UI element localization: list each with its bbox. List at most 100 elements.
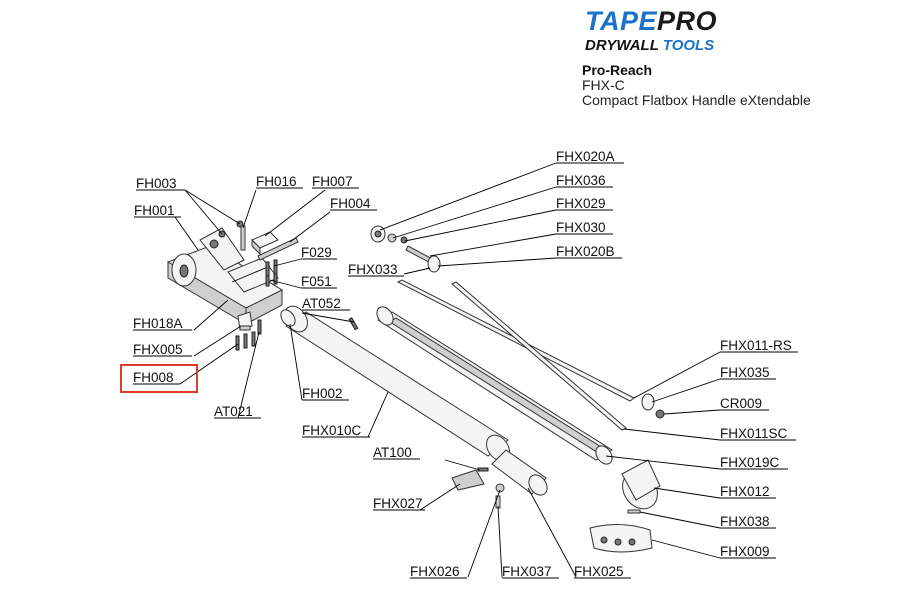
svg-text:FHX005: FHX005 [133,342,183,357]
svg-text:FHX020B: FHX020B [556,244,615,259]
svg-text:FHX011-RS: FHX011-RS [720,338,792,353]
svg-text:FHX035: FHX035 [720,365,770,380]
cr009-drawing [655,409,665,419]
part-drawings [166,220,665,553]
fh007-block-drawing [251,231,279,256]
svg-text:F029: F029 [301,245,332,260]
label-fhx010c[interactable]: FHX010C [302,423,370,438]
label-fh007[interactable]: FH007 [312,174,359,189]
label-fhx011sc[interactable]: FHX011SC [720,426,796,441]
brand-drywall-text: DRYWALL [585,37,659,54]
product-name: Pro-Reach [582,62,653,78]
svg-text:FHX025: FHX025 [574,564,624,579]
svg-text:FHX033: FHX033 [348,262,398,277]
label-fh008[interactable]: FH008 [120,364,198,393]
svg-text:FHX037: FHX037 [502,564,552,579]
at021-screw-drawing [257,319,262,335]
fhx027-latch-drawing [451,469,485,491]
fh008-screws-drawing [235,331,256,351]
label-at100[interactable]: AT100 [373,445,420,460]
fhx038-pin-drawing [627,509,641,514]
brand-logo: TAPEPRO DRYWALL TOOLS [585,6,885,54]
svg-text:FH016: FH016 [256,174,297,189]
label-fhx030[interactable]: FHX030 [556,220,613,235]
brand-pro-text: PRO [657,6,718,36]
label-fhx037[interactable]: FHX037 [502,564,559,579]
svg-text:FHX026: FHX026 [410,564,460,579]
fhx025-sleeve-drawing [491,449,548,496]
handle-head-drawing [166,227,284,325]
fhx036-drawing [387,233,397,243]
svg-text:FHX009: FHX009 [720,544,770,559]
label-fh004[interactable]: FH004 [330,196,377,211]
svg-text:FH007: FH007 [312,174,353,189]
svg-text:FH003: FH003 [136,176,177,191]
svg-text:FH001: FH001 [134,203,175,218]
label-fhx005[interactable]: FHX005 [133,342,192,357]
label-fh002[interactable]: FH002 [302,386,349,401]
label-cr009[interactable]: CR009 [720,396,769,411]
svg-text:FHX011SC: FHX011SC [720,426,788,441]
label-fh018a[interactable]: FH018A [133,316,192,331]
label-fh003[interactable]: FH003 [136,176,185,191]
fh002-end-drawing [280,309,296,327]
inner-tube-drawing [376,306,613,465]
f051-screws-drawing [265,273,278,287]
rod-sc-drawing [451,281,627,431]
label-fhx020b[interactable]: FHX020B [556,244,622,259]
fhx020a-drawing [370,225,386,243]
svg-text:F051: F051 [301,274,332,289]
at052-screw-drawing [348,317,359,331]
label-at052[interactable]: AT052 [302,296,350,311]
label-fhx038[interactable]: FHX038 [720,514,776,529]
product-description: Compact Flatbox Handle eXtendable [582,92,811,108]
label-at021[interactable]: AT021 [214,404,261,419]
brand-tools-text: TOOLS [662,37,715,54]
svg-text:FH004: FH004 [330,196,371,211]
label-fh016[interactable]: FH016 [256,174,303,189]
brand-tagline: DRYWALL TOOLS [585,37,885,54]
label-fhx019c[interactable]: FHX019C [720,455,788,470]
leader-lines [174,162,721,578]
fh004-pin-drawing [257,237,299,261]
svg-text:FHX029: FHX029 [556,196,606,211]
fhx035-drawing [641,393,655,411]
product-code: FHX-C [582,77,625,93]
label-f029[interactable]: F029 [301,245,337,260]
label-fhx020a[interactable]: FHX020A [556,149,624,164]
svg-text:FHX036: FHX036 [556,173,606,188]
label-fhx009[interactable]: FHX009 [720,544,776,559]
svg-text:FHX019C: FHX019C [720,455,780,470]
svg-text:CR009: CR009 [720,396,762,411]
fh016-pin-drawing [240,225,246,251]
part-labels: FH003 FH016 FH007 FH001 FH004 F029 F051 … [120,149,798,579]
fhx005-clip-drawing [237,311,253,331]
label-fhx026[interactable]: FHX026 [410,564,467,579]
svg-text:FH002: FH002 [302,386,343,401]
label-fhx025[interactable]: FHX025 [574,564,631,579]
brand-wordmark: TAPEPRO [585,6,885,36]
fhx026-drawing [495,483,505,493]
label-f051[interactable]: F051 [301,274,337,289]
fhx020b-drawing [427,255,441,273]
label-fhx033[interactable]: FHX033 [348,262,404,277]
label-fhx027[interactable]: FHX027 [373,496,425,511]
svg-text:AT052: AT052 [302,296,341,311]
label-fhx036[interactable]: FHX036 [556,173,613,188]
svg-text:FHX020A: FHX020A [556,149,615,164]
label-fhx035[interactable]: FHX035 [720,365,776,380]
label-fhx011-rs[interactable]: FHX011-RS [720,338,798,353]
svg-text:FHX010C: FHX010C [302,423,362,438]
svg-text:FH008: FH008 [133,370,174,385]
svg-text:FH018A: FH018A [133,316,183,331]
label-fhx029[interactable]: FHX029 [556,196,613,211]
label-fhx012[interactable]: FHX012 [720,484,776,499]
svg-text:AT100: AT100 [373,445,412,460]
brand-tape-text: TAPE [585,6,658,36]
label-fh001[interactable]: FH001 [134,203,181,218]
fhx029-drawing [400,236,408,244]
svg-text:FHX030: FHX030 [556,220,606,235]
fhx012-collar-drawing [621,459,661,510]
